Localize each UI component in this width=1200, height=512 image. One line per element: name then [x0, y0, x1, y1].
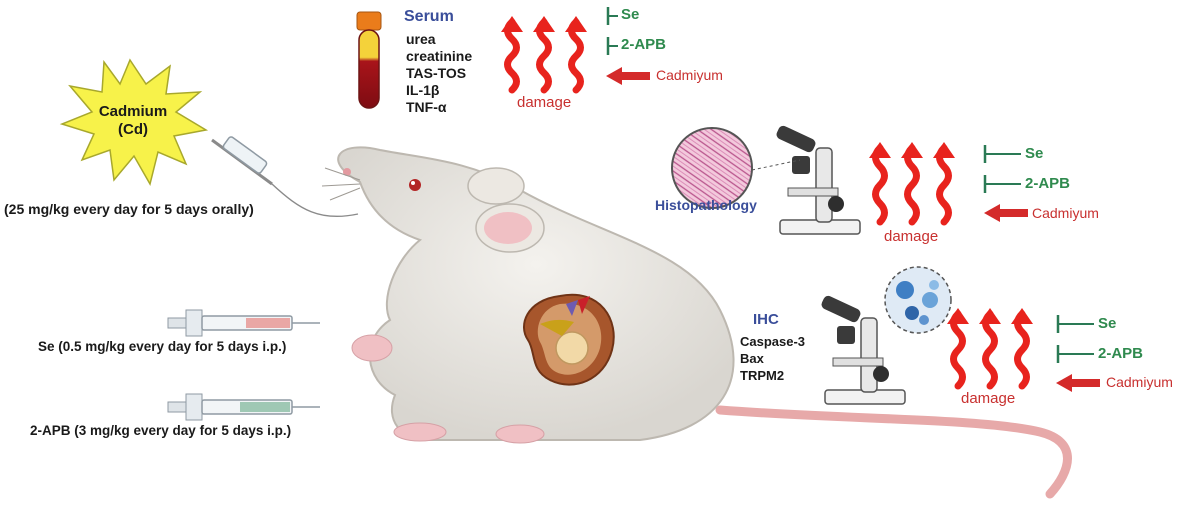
serum-marker: urea — [406, 31, 436, 47]
serum-inhibitor-apb: 2-APB — [621, 36, 667, 53]
damage-wave — [982, 310, 998, 390]
cadmium-starburst — [59, 58, 209, 186]
microscope-icon — [821, 295, 906, 405]
serum-inducer: Cadmiyum — [656, 67, 723, 83]
ihc-title: IHC — [753, 311, 779, 328]
induction-arrow — [606, 67, 650, 85]
damage-wave — [936, 144, 952, 226]
ihc-marker: Bax — [740, 351, 764, 366]
cadmium-dose: (25 mg/kg every day for 5 days orally) — [4, 201, 254, 217]
damage-arrowhead — [933, 142, 955, 158]
tissue-section-icon — [671, 127, 801, 209]
mouse-tail — [715, 405, 1072, 499]
serum-damage-label: damage — [517, 94, 572, 111]
se-syringe — [167, 309, 320, 337]
damage-arrowhead — [947, 308, 969, 324]
apb-injection-label: 2-APB (3 mg/kg every day for 5 days i.p.… — [30, 423, 292, 438]
serum-marker: TNF-α — [406, 99, 447, 115]
apb-syringe — [167, 393, 320, 421]
ihc-damage-label: damage — [961, 390, 1016, 407]
ihc-marker: TRPM2 — [740, 368, 785, 383]
cadmium-label: Cadmium — [98, 103, 168, 120]
damage-arrowhead — [533, 16, 555, 32]
histopathology-damage-label: damage — [884, 228, 939, 245]
ihc-inhibitor-se: Se — [1098, 315, 1117, 332]
histopathology-inhibitor-apb: 2-APB — [1025, 175, 1071, 192]
microscope-icon — [776, 125, 861, 235]
damage-arrowhead — [565, 16, 587, 32]
ihc-cells-icon — [884, 266, 952, 334]
histopathology-inducer: Cadmiyum — [1032, 205, 1099, 221]
damage-wave — [872, 144, 888, 226]
serum-marker: TAS-TOS — [406, 65, 467, 81]
damage-wave — [950, 310, 966, 390]
damage-arrowhead — [1011, 308, 1033, 324]
damage-wave — [568, 18, 584, 94]
damage-wave — [1014, 310, 1030, 390]
blood-tube-icon — [356, 11, 382, 109]
serum-inhibitor-se: Se — [621, 6, 640, 23]
regulation-marks — [606, 7, 1100, 392]
serum-title: Serum — [404, 8, 454, 25]
damage-arrowhead — [901, 142, 923, 158]
damage-waves — [501, 16, 1033, 390]
damage-wave — [504, 18, 520, 94]
histopathology-inhibitor-se: Se — [1025, 145, 1044, 162]
ihc-marker: Caspase-3 — [740, 334, 806, 349]
serum-marker: creatinine — [406, 48, 473, 64]
induction-arrow — [984, 204, 1028, 222]
damage-arrowhead — [501, 16, 523, 32]
serum-marker: IL-1β — [406, 82, 440, 98]
oral-syringe — [211, 136, 359, 218]
ihc-inhibitor-apb: 2-APB — [1098, 345, 1144, 362]
kidney-icon — [523, 293, 615, 386]
damage-wave — [904, 144, 920, 226]
se-injection-label: Se (0.5 mg/kg every day for 5 days i.p.) — [38, 339, 287, 354]
induction-arrow — [1056, 374, 1100, 392]
ihc-inducer: Cadmiyum — [1106, 374, 1173, 390]
histopathology-title: Histopathology — [655, 197, 757, 213]
damage-arrowhead — [979, 308, 1001, 324]
cadmium-symbol: (Cd) — [118, 121, 148, 138]
damage-arrowhead — [869, 142, 891, 158]
mouse-icon — [321, 146, 735, 444]
damage-wave — [536, 18, 552, 94]
